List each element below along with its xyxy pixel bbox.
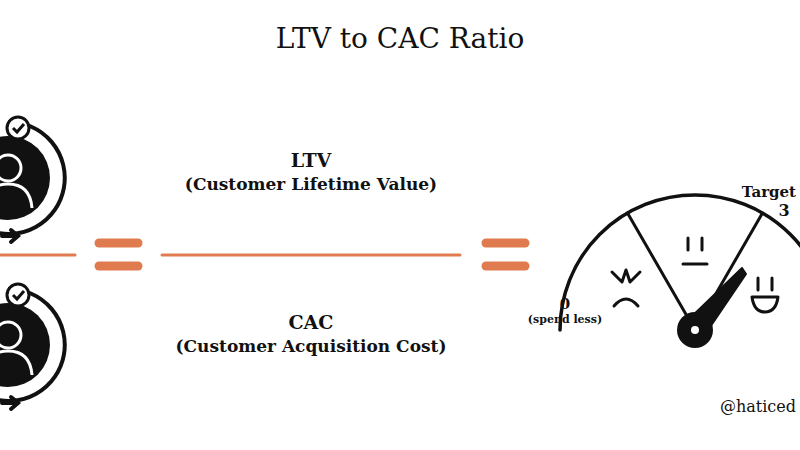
angry-brows <box>612 270 640 282</box>
diagram-title: LTV to CAC Ratio <box>276 24 525 55</box>
fraction-line <box>162 254 460 257</box>
check-mark <box>13 291 24 299</box>
gauge-min: 0 <box>560 296 570 313</box>
icon-head <box>0 155 21 181</box>
neutral-face <box>683 238 707 264</box>
gauge-hub <box>677 312 713 348</box>
icon-head <box>0 322 21 348</box>
icon-body <box>0 351 32 375</box>
denominator-note: (Customer Acquisition Cost) <box>176 337 447 356</box>
check-badge <box>7 284 29 306</box>
equals-bar <box>486 239 525 248</box>
fraction-lines <box>0 243 525 266</box>
equals-bar <box>99 262 138 271</box>
fraction-line <box>0 254 75 257</box>
eye <box>687 238 690 250</box>
numerator-note: (Customer Lifetime Value) <box>185 175 437 194</box>
eye <box>701 238 704 250</box>
icon-disc <box>0 303 50 387</box>
smile <box>752 297 778 312</box>
gauge-arc <box>560 195 800 330</box>
gauge-divider <box>628 213 696 330</box>
numerator: LTV <box>291 150 332 171</box>
hub-dot <box>691 326 699 334</box>
angry-face <box>612 270 640 306</box>
eye <box>757 278 760 290</box>
flat-mouth <box>683 263 707 266</box>
icon-disc <box>0 136 50 220</box>
customer-icon <box>0 117 65 242</box>
target-label: Target <box>742 184 796 201</box>
customer-icon <box>0 284 65 409</box>
equals-bar <box>486 262 525 271</box>
happy-face <box>752 278 778 312</box>
check-badge <box>7 117 29 139</box>
eye <box>771 278 774 290</box>
watermark: @haticed <box>720 398 796 416</box>
denominator: CAC <box>289 312 334 333</box>
icon-arrow <box>2 397 18 409</box>
equals-bar <box>99 239 138 248</box>
target-value: 3 <box>778 202 789 220</box>
icon-body <box>0 184 32 208</box>
frown <box>614 299 638 306</box>
gauge-min-note: (spend less) <box>528 314 602 326</box>
icon-arrow <box>2 230 18 242</box>
check-mark <box>13 124 24 132</box>
